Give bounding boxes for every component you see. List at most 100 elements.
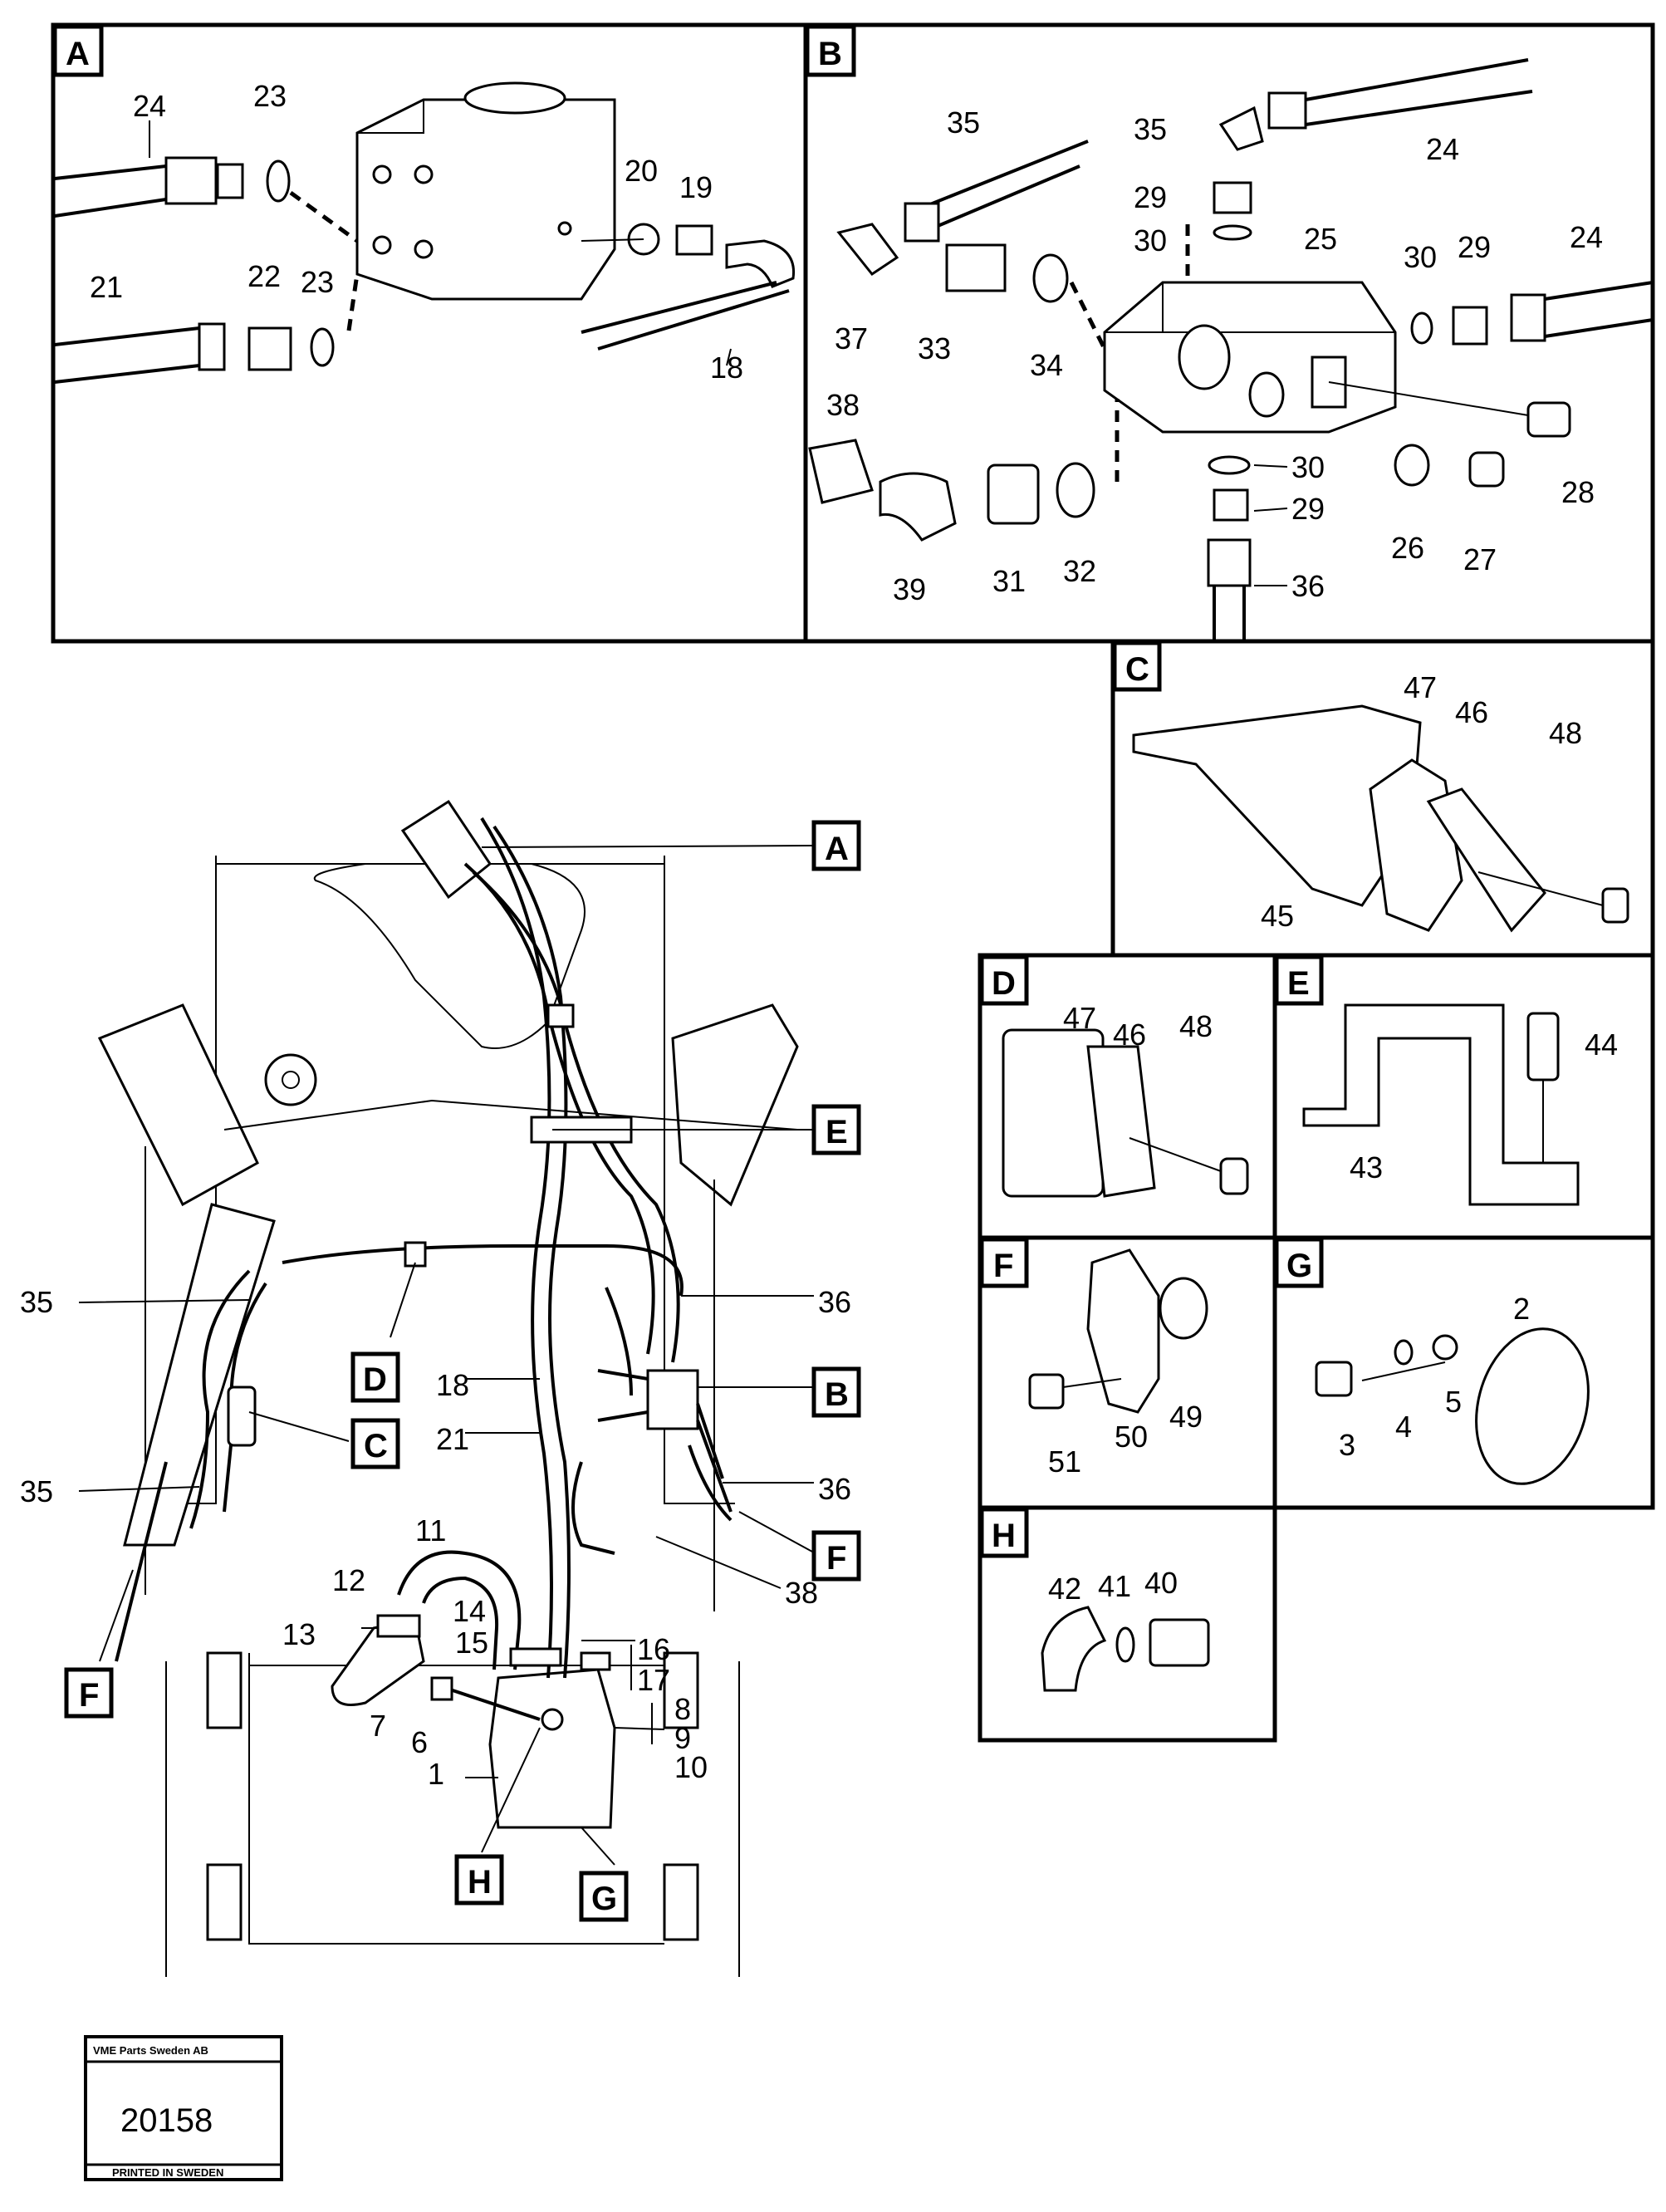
label-29-bottom: 29 <box>1291 492 1325 526</box>
label-27: 27 <box>1463 542 1497 576</box>
panel-a-letter: A <box>66 36 90 72</box>
label-28: 28 <box>1561 475 1595 509</box>
label-48-d: 48 <box>1179 1009 1213 1043</box>
panel-e-tag <box>1274 954 1324 1006</box>
label-36-main-upper: 36 <box>818 1285 851 1319</box>
label-26: 26 <box>1391 531 1424 565</box>
left-cylinder <box>97 1003 259 1207</box>
label-20: 20 <box>625 154 658 188</box>
label-13: 13 <box>282 1617 316 1651</box>
washer-30-bottom <box>1208 455 1251 475</box>
label-3: 3 <box>1339 1428 1355 1462</box>
callout-g: G <box>579 1871 629 1922</box>
callout-f-right: F <box>811 1530 861 1582</box>
elbow-35-top <box>1218 105 1264 151</box>
panel-d: D 47 46 48 <box>978 953 1277 1240</box>
callout-e: E <box>811 1104 861 1155</box>
washer-41 <box>1115 1626 1135 1663</box>
adapter-33 <box>945 243 1007 292</box>
fitting-8 <box>541 1708 564 1731</box>
label-41: 41 <box>1098 1569 1131 1603</box>
panel-a: A 24 23 20 19 21 2 <box>51 22 808 644</box>
label-38: 38 <box>826 388 860 422</box>
callout-c: C <box>350 1418 400 1469</box>
panel-a-tag <box>52 24 104 77</box>
label-22: 22 <box>247 259 281 293</box>
bolt-3 <box>1315 1361 1353 1397</box>
panel-g: G 2 3 4 5 <box>1272 1235 1655 1510</box>
fitting-7 <box>430 1676 453 1701</box>
svg-text:F: F <box>826 1540 846 1577</box>
washer-30-top <box>1213 224 1252 241</box>
label-9: 9 <box>674 1721 691 1755</box>
bolt-44 <box>1526 1012 1560 1081</box>
label-33: 33 <box>918 331 951 365</box>
clamp-47 <box>1369 758 1463 932</box>
label-29-top: 29 <box>1134 180 1167 214</box>
svg-text:G: G <box>591 1881 617 1917</box>
panel-b: B <box>803 22 1655 644</box>
fitting-16 <box>580 1651 611 1671</box>
label-32: 32 <box>1063 554 1096 588</box>
clamp-e-upper <box>546 1003 575 1028</box>
label-4: 4 <box>1395 1410 1412 1444</box>
pivot <box>264 1053 317 1106</box>
svg-text:D: D <box>363 1361 387 1398</box>
label-1: 1 <box>428 1757 444 1791</box>
bolt-48-c <box>1601 887 1629 924</box>
label-11: 11 <box>415 1513 446 1547</box>
label-23b: 23 <box>301 265 334 299</box>
label-17: 17 <box>637 1663 670 1697</box>
label-44: 44 <box>1585 1028 1618 1062</box>
callout-h: H <box>454 1854 504 1905</box>
nut-right-24 <box>1510 293 1546 342</box>
right-cylinder <box>671 1003 799 1207</box>
label-34: 34 <box>1030 348 1063 382</box>
label-18: 18 <box>710 351 743 385</box>
panel-f-tag <box>979 1237 1029 1288</box>
fitting-36 <box>1207 538 1252 587</box>
nut-35 <box>904 202 940 243</box>
label-40: 40 <box>1144 1566 1178 1600</box>
label-30-right: 30 <box>1404 240 1437 274</box>
adapter-40 <box>1149 1618 1210 1667</box>
o-ring-23-upper <box>266 159 291 203</box>
panel-h-frame <box>978 1505 1277 1743</box>
panel-c-letter: C <box>1125 651 1149 688</box>
catalog-stamp: VME Parts Sweden AB 20158 PRINTED IN SWE… <box>84 2035 283 2181</box>
stamp-printed: PRINTED IN SWEDEN <box>112 2166 223 2179</box>
label-24-right: 24 <box>1570 220 1603 254</box>
panel-b-letter: B <box>818 36 842 72</box>
bolt-48-d <box>1219 1157 1249 1195</box>
label-51: 51 <box>1048 1444 1081 1479</box>
label-8: 8 <box>674 1692 691 1726</box>
strainer-13 <box>331 1618 425 1706</box>
label-16: 16 <box>637 1632 670 1666</box>
o-ring-2 <box>1475 1327 1590 1485</box>
label-5: 5 <box>1445 1385 1462 1419</box>
label-30-top: 30 <box>1134 223 1167 257</box>
label-21-main: 21 <box>436 1422 469 1456</box>
label-24-top: 24 <box>1426 132 1459 166</box>
bracket-45 <box>1132 704 1422 907</box>
o-ring-23-lower <box>310 327 335 367</box>
adapter-22 <box>247 326 292 371</box>
label-49: 49 <box>1169 1400 1203 1434</box>
label-36-b: 36 <box>1291 569 1325 603</box>
elbow-18 <box>725 239 796 288</box>
label-47-c: 47 <box>1404 670 1437 704</box>
svg-text:H: H <box>468 1864 492 1901</box>
frame-left-upper <box>206 1651 243 1729</box>
panel-c-tag <box>1112 640 1162 692</box>
label-35-main-lower: 35 <box>20 1474 53 1508</box>
svg-text:A: A <box>825 831 849 867</box>
left-arm <box>123 1203 276 1547</box>
washer-5 <box>1432 1334 1458 1361</box>
label-46-d: 46 <box>1113 1018 1146 1052</box>
label-18-main: 18 <box>436 1368 469 1402</box>
elbow-42 <box>1041 1606 1107 1692</box>
hose-fitting-24 <box>164 156 218 205</box>
label-2: 2 <box>1513 1292 1530 1326</box>
clamp-c <box>227 1386 257 1447</box>
